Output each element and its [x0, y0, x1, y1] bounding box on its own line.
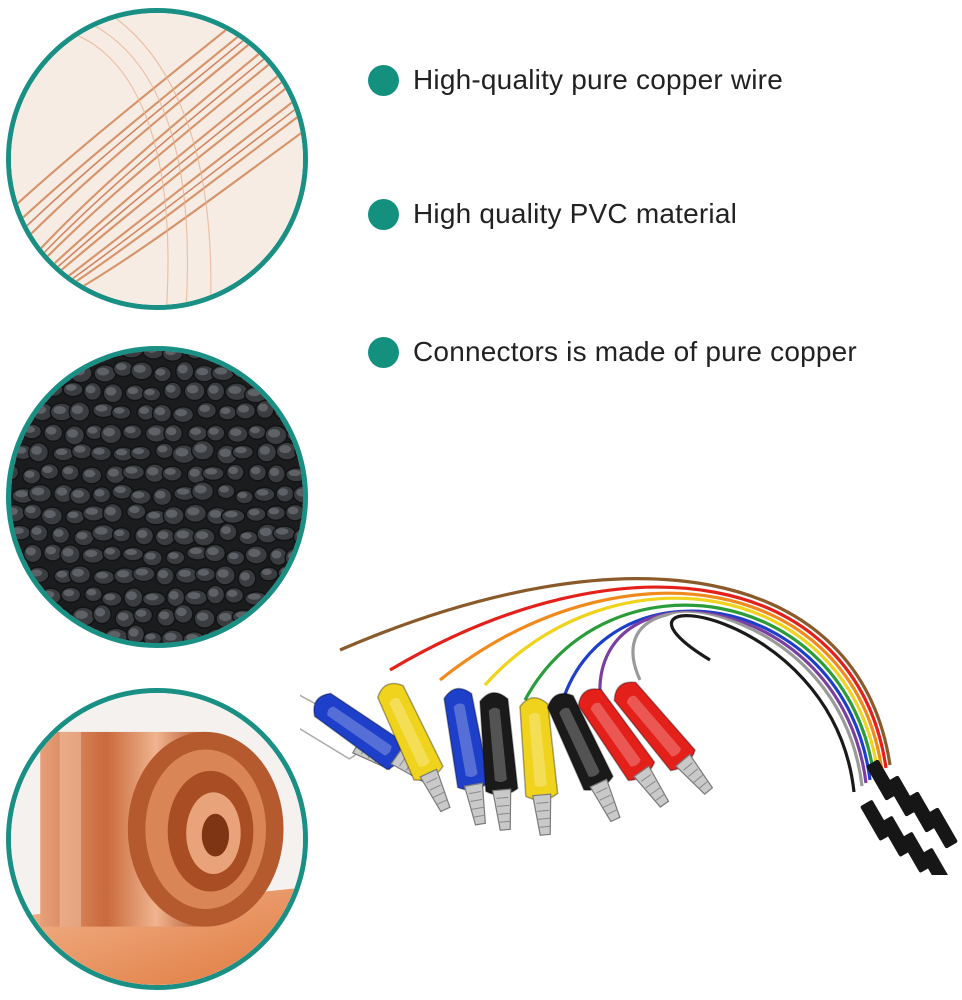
feature-label: High-quality pure copper wire	[413, 64, 783, 95]
bullet-dot-icon	[368, 64, 399, 96]
feature-item: Connectors is made of pure copper	[368, 336, 857, 368]
bullet-dot-icon	[368, 198, 399, 230]
pvc-pellets-illustration	[11, 351, 303, 643]
alligator-clip-cable-illustration	[300, 577, 958, 875]
copper-foil-illustration	[11, 693, 303, 985]
feature-label: Connectors is made of pure copper	[413, 336, 857, 367]
feature-item: High quality PVC material	[368, 198, 737, 230]
bullet-dot-icon	[368, 336, 399, 368]
feature-item: High-quality pure copper wire	[368, 64, 783, 96]
copper-wire-illustration	[11, 13, 303, 305]
feature-label: High quality PVC material	[413, 198, 738, 229]
pvc-pellets-image	[6, 346, 308, 648]
copper-wire-image	[6, 8, 308, 310]
copper-foil-image	[6, 688, 308, 990]
